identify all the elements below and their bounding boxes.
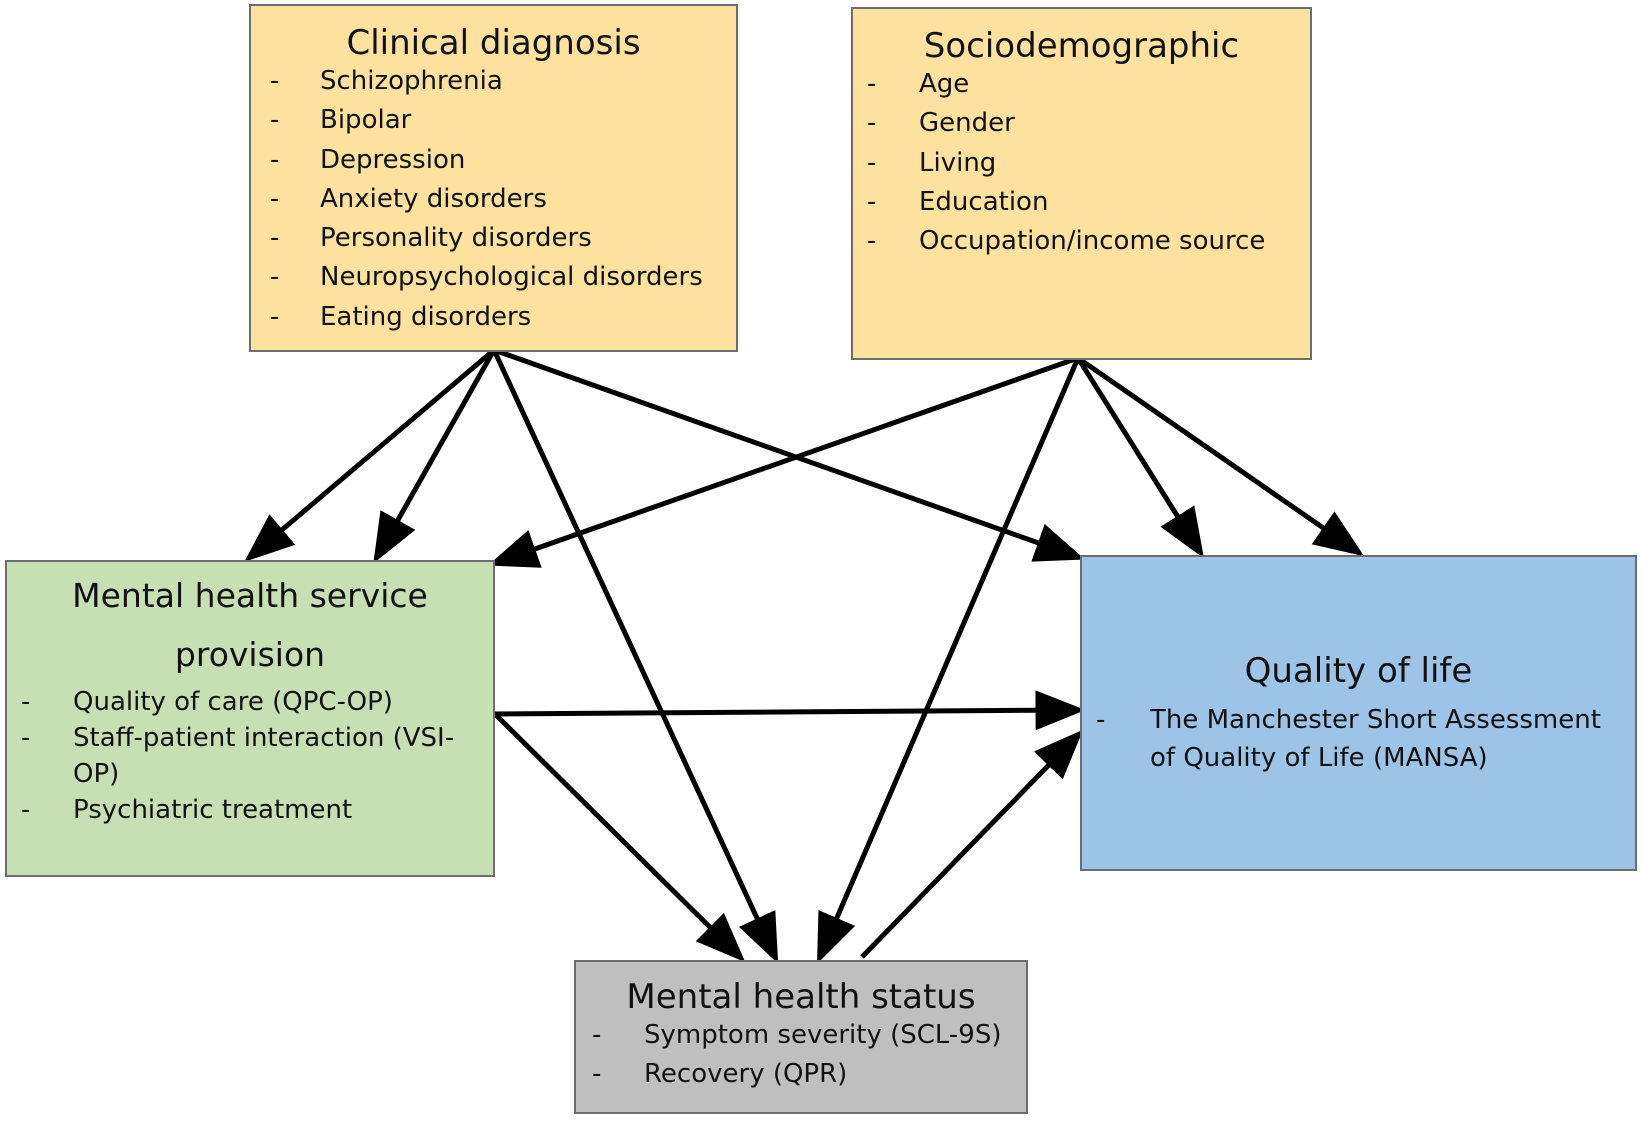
bullet: -: [270, 262, 280, 293]
bullet: -: [867, 186, 877, 217]
item-text: Staff-patient interaction (VSI-OP): [73, 723, 455, 789]
sociodemographic-node: Sociodemographic - Age - Gender - Living - E…: [851, 7, 1312, 360]
item-text: Depression: [320, 144, 466, 175]
list-item: - Neuropsychological disorders: [251, 262, 736, 301]
quality-of-life-list: - The Manchester Short Assessment of Qual…: [1082, 701, 1635, 777]
bullet: -: [1096, 705, 1106, 735]
edge-clinical-to-service: [373, 348, 497, 564]
item-text: Eating disorders: [320, 301, 532, 332]
item-text: Quality of care (QPC-OP): [73, 687, 393, 717]
item-text: Psychiatric treatment: [73, 795, 353, 825]
service-provision-title-line1: Mental health service: [72, 576, 428, 615]
list-item: - Depression: [251, 145, 736, 184]
service-provision-node: Mental health service provision - Quality…: [5, 560, 495, 877]
list-item: - Bipolar: [251, 105, 736, 144]
item-text: Symptom severity (SCL-9S): [644, 1020, 1002, 1050]
bullet: -: [867, 226, 877, 257]
bullet: -: [270, 66, 280, 96]
list-item: - Gender: [853, 108, 1310, 147]
item-text: Occupation/income source: [919, 226, 1266, 257]
sociodemographic-list: - Age - Gender - Living - Education - Occupat…: [853, 69, 1310, 265]
mental-health-status-node: Mental health status - Symptom severity (…: [574, 960, 1028, 1114]
mental-health-status-list: - Symptom severity (SCL-9S) - Recovery (QP…: [576, 1020, 1026, 1098]
list-item: - Living: [853, 148, 1310, 187]
edge-clinical-to-qol: [493, 347, 1086, 562]
list-item: - Occupation/income source: [853, 226, 1310, 265]
clinical-diagnosis-title: Clinical diagnosis: [346, 23, 641, 63]
list-item: - Symptom severity (SCL-9S): [576, 1020, 1026, 1059]
item-text: Education: [919, 186, 1049, 217]
item-text: Gender: [919, 108, 1015, 139]
clinical-diagnosis-node: Clinical diagnosis - Schizophrenia - Bipol…: [249, 4, 738, 352]
bullet: -: [21, 795, 31, 825]
bullet: -: [270, 183, 280, 214]
list-item: - Staff-patient interaction (VSI-OP): [7, 720, 493, 792]
item-text: Neuropsychological disorders: [320, 262, 703, 293]
item-text: The Manchester Short Assessment of Quali…: [1150, 705, 1601, 773]
edge-clinical-to-status: [491, 348, 779, 964]
item-text: Personality disorders: [320, 223, 592, 254]
bullet: -: [867, 108, 877, 139]
bullet: -: [270, 301, 280, 332]
bullet: -: [867, 147, 877, 178]
quality-of-life-node: Quality of life - The Manchester Short As…: [1080, 555, 1637, 871]
list-item: - Schizophrenia: [251, 66, 736, 105]
item-text: Living: [919, 147, 997, 178]
bullet: -: [270, 105, 280, 136]
list-item: - Psychiatric treatment: [7, 792, 493, 828]
edge-socio-to-status: [817, 357, 1081, 964]
item-text: Recovery (QPR): [644, 1059, 848, 1089]
item-text: Schizophrenia: [320, 66, 503, 96]
list-item: - Quality of care (QPC-OP): [7, 684, 493, 720]
list-item: - Recovery (QPR): [576, 1059, 1026, 1098]
item-text: Bipolar: [320, 105, 412, 136]
bullet: -: [592, 1059, 602, 1089]
list-item: - Eating disorders: [251, 302, 736, 341]
clinical-diagnosis-list: - Schizophrenia - Bipolar - Depression - Anx…: [251, 66, 736, 341]
quality-of-life-title: Quality of life: [1244, 651, 1473, 691]
edge-service-to-qol: [494, 690, 1086, 731]
bullet: -: [867, 69, 877, 99]
bullet: -: [21, 687, 31, 717]
service-provision-title-line2: provision: [174, 635, 326, 674]
bullet: -: [592, 1020, 602, 1050]
edge-socio-to-qol: [1075, 356, 1204, 559]
mental-health-status-title: Mental health status: [626, 977, 976, 1017]
list-item: - The Manchester Short Assessment of Qual…: [1082, 701, 1635, 777]
edge-socio-to-service: [487, 355, 1079, 568]
bullet: -: [270, 223, 280, 254]
list-item: - Age: [853, 69, 1310, 108]
bullet: -: [270, 144, 280, 175]
edge-service-to-status: [493, 712, 746, 963]
edge-socio-to-qol: [1076, 355, 1365, 557]
sociodemographic-title: Sociodemographic: [923, 26, 1240, 66]
item-text: Anxiety disorders: [320, 183, 547, 214]
list-item: - Anxiety disorders: [251, 184, 736, 223]
list-item: - Personality disorders: [251, 223, 736, 262]
service-provision-list: - Quality of care (QPC-OP) - Staff-patient…: [7, 684, 493, 828]
bullet: -: [21, 723, 31, 753]
list-item: - Education: [853, 187, 1310, 226]
item-text: Age: [919, 69, 970, 99]
edge-status-to-qol: [860, 729, 1084, 959]
edge-clinical-to-service: [244, 348, 496, 562]
